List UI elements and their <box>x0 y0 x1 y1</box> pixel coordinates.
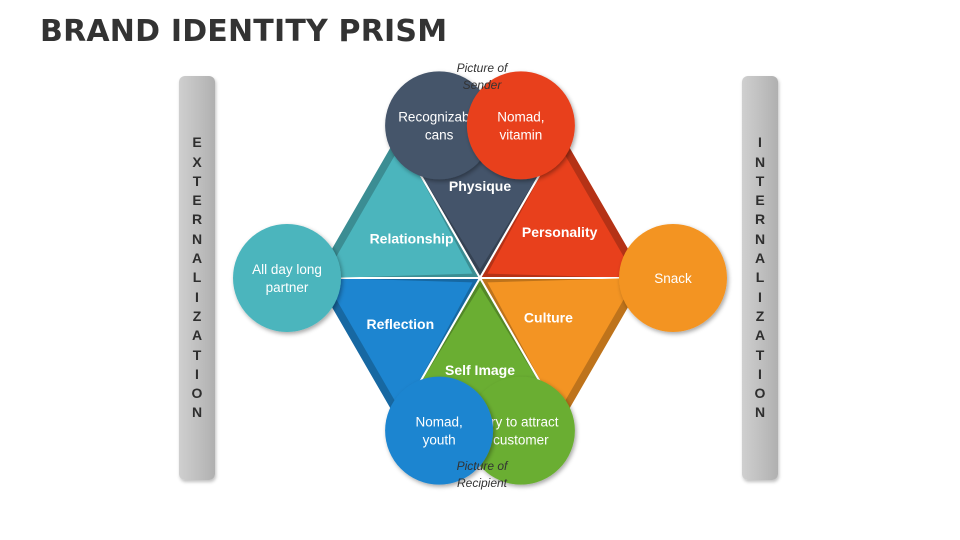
attribute-circle: Snack <box>619 224 727 332</box>
attribute-circle-shape <box>233 224 341 332</box>
attribute-circle-text: Snack <box>654 271 692 286</box>
attribute-circle: Nomad, youth <box>385 376 494 485</box>
bar-letter: N <box>754 153 766 170</box>
prism-segment <box>487 142 637 278</box>
segment-label: Physique <box>449 178 511 194</box>
bar-letter: E <box>755 192 765 209</box>
segment-label: Self Image <box>445 362 515 378</box>
attribute-circle-text: Nomad, <box>415 415 462 430</box>
attribute-circle-shape <box>619 224 727 332</box>
caption-line: Picture of <box>456 459 508 473</box>
segment-label: Relationship <box>370 231 454 247</box>
bar-letter: Z <box>192 307 202 324</box>
bar-letter: I <box>758 365 762 382</box>
bar-letter: Z <box>755 307 765 324</box>
bar-letter: N <box>191 404 203 421</box>
bar-letter: N <box>191 230 203 247</box>
attribute-circle-text: vitamin <box>500 127 543 142</box>
attribute-circle: Try to attract customer <box>466 376 575 485</box>
bar-letter: N <box>754 230 766 247</box>
attribute-circle: All day long partner <box>233 224 341 332</box>
attribute-circle-text: cans <box>425 127 454 142</box>
bar-letter: I <box>758 288 762 305</box>
caption-line: Picture of <box>456 61 508 75</box>
segment-label: Personality <box>522 224 598 240</box>
attribute-circle-text: youth <box>423 433 456 448</box>
prism-segment <box>487 278 637 414</box>
bar-letter: L <box>755 269 765 286</box>
bar-letter: I <box>758 134 762 151</box>
bar-letter: T <box>192 346 202 363</box>
bar-letter: A <box>191 250 203 267</box>
bar-letter: E <box>192 134 202 151</box>
bar-letter: A <box>754 327 766 344</box>
attribute-circle-text: Recognizable <box>398 109 480 124</box>
bar-letter: N <box>754 404 766 421</box>
prism-segment <box>323 278 473 414</box>
prism-segment <box>323 142 473 278</box>
attribute-circle-text: All day long <box>252 262 322 277</box>
picture-of-recipient-caption: Picture of Recipient <box>422 458 542 492</box>
bar-letter: I <box>195 288 199 305</box>
attribute-circle: Recognizable cans <box>385 71 494 180</box>
caption-line: Sender <box>462 78 502 92</box>
bar-letter: O <box>191 385 203 402</box>
attribute-circle-text: Try to attract <box>483 415 559 430</box>
attribute-circle-shape <box>385 71 494 180</box>
attribute-circle-shape <box>466 376 575 485</box>
attribute-circle-text: Nomad, <box>497 109 544 124</box>
bar-letter: T <box>192 172 202 189</box>
bar-letter: A <box>191 327 203 344</box>
bar-letter: R <box>191 211 203 228</box>
picture-of-sender-caption: Picture of Sender <box>422 60 542 94</box>
bar-letter: R <box>754 211 766 228</box>
segment-label: Culture <box>524 310 573 326</box>
attribute-circle: Nomad, vitamin <box>466 71 575 180</box>
caption-line: Recipient <box>456 476 508 490</box>
bar-letter: T <box>755 172 765 189</box>
page-title: BRAND IDENTITY PRISM <box>40 14 448 49</box>
bar-letter: A <box>754 250 766 267</box>
attribute-circle-text: partner <box>266 280 309 295</box>
bar-letter: I <box>195 365 199 382</box>
bar-letter: X <box>192 153 202 170</box>
attribute-circle-shape <box>466 71 575 180</box>
attribute-circle-text: customer <box>493 433 549 448</box>
bar-letter: O <box>754 385 766 402</box>
attribute-circle-shape <box>385 376 494 485</box>
bar-letter: L <box>192 269 202 286</box>
bar-letter: E <box>192 192 202 209</box>
bar-letter: T <box>755 346 765 363</box>
segment-label: Reflection <box>366 316 434 332</box>
